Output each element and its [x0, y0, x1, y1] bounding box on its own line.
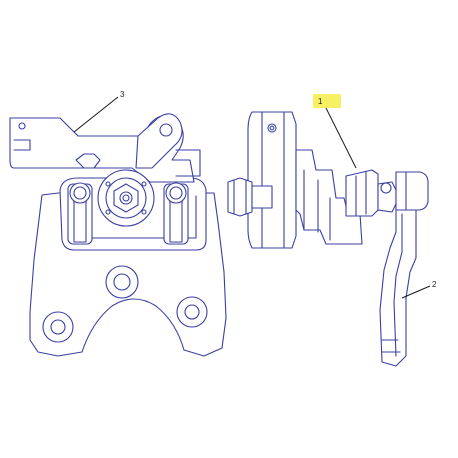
callout-2-leader — [401, 285, 431, 299]
part-2-lever-edge — [393, 213, 403, 357]
piston-left-cap-inner — [73, 186, 87, 200]
callout-2: 2 — [401, 280, 437, 299]
central-nut-bore — [119, 191, 133, 205]
bracket-hole-center — [105, 265, 139, 299]
right-cap — [395, 171, 429, 211]
central-hex-nut — [113, 183, 139, 213]
callout-3-label: 3 — [120, 90, 125, 99]
central-disc-ring — [105, 177, 147, 219]
callout-1-leader — [325, 107, 357, 169]
callout-1-label: 1 — [318, 97, 323, 106]
bracket-hole-left-inner — [50, 319, 66, 335]
backing-plate-hole — [267, 123, 277, 133]
side-hex-nut — [227, 177, 253, 217]
part-2-lever — [379, 209, 417, 367]
part-1-block — [345, 169, 379, 217]
part-1-block-detail — [355, 171, 367, 217]
lever-arm — [135, 113, 183, 169]
callout-3: 3 — [73, 90, 125, 133]
callout-1: 1 — [313, 94, 357, 169]
disc-bolt-1 — [105, 181, 111, 187]
part-1-bolt-head — [380, 182, 392, 194]
backing-plate-edge — [261, 111, 285, 249]
disc-bolt-4 — [141, 209, 147, 215]
side-hex-nut-lines — [233, 179, 247, 215]
caliper-side-view — [227, 111, 429, 367]
callout-3-leader — [73, 96, 119, 133]
bracket-hole-right — [176, 296, 208, 328]
callout-1-highlight — [313, 94, 341, 108]
disc-bolt-3 — [105, 209, 111, 215]
part-2-lever-foot — [381, 339, 401, 353]
callout-2-label: 2 — [432, 280, 437, 289]
shaft-stack-lines — [303, 169, 331, 241]
disc-bolt-2 — [141, 181, 147, 187]
piston-right-cap — [165, 182, 187, 204]
mounting-bracket — [29, 192, 227, 357]
upper-arm-detail — [13, 139, 31, 151]
central-nut-shaft — [122, 194, 130, 202]
bracket-hole-center-inner — [113, 273, 131, 291]
side-washer — [251, 185, 273, 209]
arm-hex-bolt — [75, 153, 101, 169]
piston-left-cap — [69, 182, 91, 204]
bracket-hole-left — [42, 311, 74, 343]
caliper-front-view — [9, 113, 227, 357]
adjuster-bolt — [175, 149, 201, 177]
upper-arm-pin — [18, 122, 26, 130]
lever-pivot-hole — [159, 123, 173, 137]
piston-right-cap-inner — [169, 186, 183, 200]
bracket-hole-right-inner — [184, 304, 200, 320]
backing-plate-hole-inner — [269, 125, 275, 131]
